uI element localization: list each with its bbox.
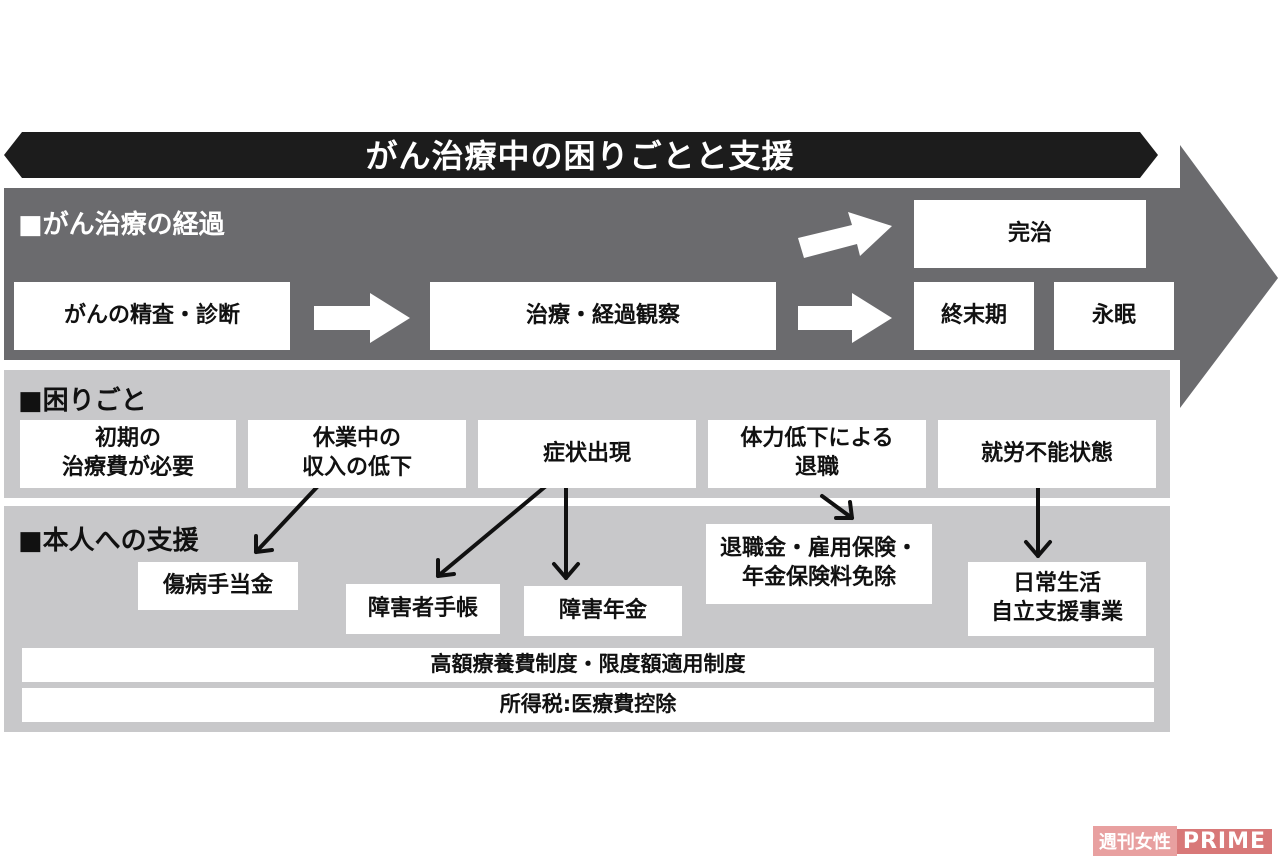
support-box-disability-pension: 障害年金 — [524, 586, 682, 636]
support-box-daily-life: 日常生活 自立支援事業 — [968, 562, 1146, 636]
arrow-right-icon — [314, 293, 410, 343]
trouble-box-retirement: 体力低下による 退職 — [708, 420, 926, 488]
trouble-box-unable-to-work: 就労不能状態 — [938, 420, 1156, 488]
arrow-head-icon — [436, 558, 456, 578]
arrow-head-icon — [552, 562, 580, 580]
trouble-box-income-drop: 休業中の 収入の低下 — [248, 420, 466, 488]
arrow-line — [254, 484, 320, 554]
course-box-diagnosis: がんの精査・診断 — [14, 282, 290, 350]
course-box-cure: 完治 — [914, 200, 1146, 268]
arrow-line — [436, 484, 548, 578]
course-box-death: 永眠 — [1054, 282, 1174, 350]
arrow-line — [820, 494, 854, 520]
watermark-publisher: 週刊女性 — [1092, 826, 1177, 856]
watermark-brand: PRIME — [1176, 828, 1272, 854]
arrow-right-icon — [798, 293, 892, 343]
course-box-terminal: 終末期 — [914, 282, 1034, 350]
section-label-troubles: ■困りごと — [18, 386, 147, 416]
support-box-sickness-allowance: 傷病手当金 — [138, 562, 298, 610]
trouble-box-initial-cost: 初期の 治療費が必要 — [20, 420, 236, 488]
publisher-watermark: 週刊女性 PRIME — [1092, 826, 1272, 856]
arrow-diagonal-icon — [798, 212, 892, 258]
title-bar — [4, 132, 1158, 178]
section-label-course: ■がん治療の経過 — [18, 210, 225, 240]
course-arrow-band — [4, 145, 1278, 408]
support-box-retirement-benefits: 退職金・雇用保険・ 年金保険料免除 — [706, 524, 932, 604]
support-box-high-cost-medical: 高額療養費制度・限度額適用制度 — [22, 648, 1154, 682]
trouble-box-symptoms: 症状出現 — [478, 420, 696, 488]
course-box-treatment: 治療・経過観察 — [430, 282, 776, 350]
support-box-disability-handbook: 障害者手帳 — [346, 584, 500, 634]
support-box-tax-deduction: 所得税:医療費控除 — [22, 688, 1154, 722]
arrow-head-icon — [1024, 540, 1052, 558]
diagram-title: がん治療中の困りごとと支援 — [365, 137, 795, 175]
arrow-head-icon — [254, 534, 274, 554]
arrow-head-icon — [834, 500, 854, 520]
section-label-support: ■本人への支援 — [18, 526, 199, 556]
